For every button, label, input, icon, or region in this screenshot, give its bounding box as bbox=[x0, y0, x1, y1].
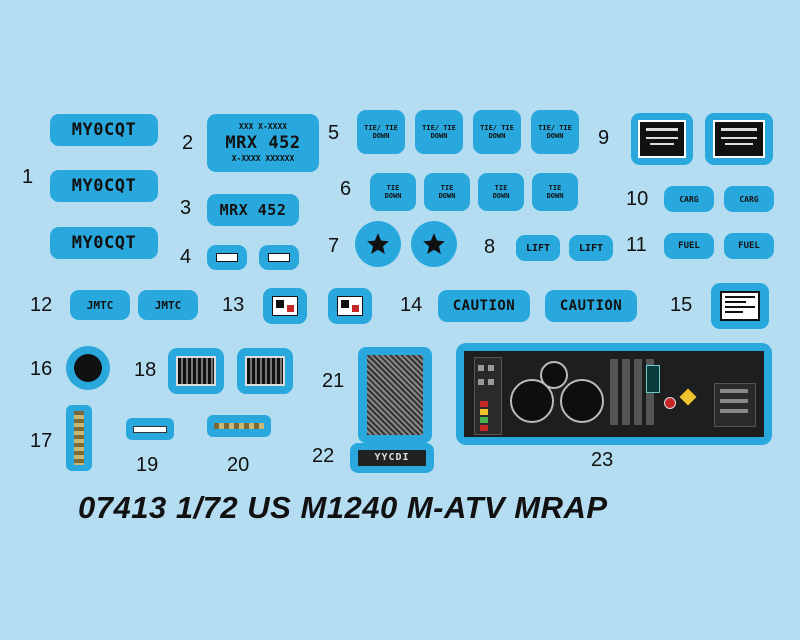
decal-caution-14b: CAUTION bbox=[545, 290, 637, 322]
decal-dashboard-23 bbox=[456, 343, 772, 445]
decal-plate-22: YYCDI bbox=[350, 443, 434, 473]
item-number-1: 1 bbox=[22, 166, 34, 188]
item-number-17: 17 bbox=[30, 430, 53, 452]
item-number-22: 22 bbox=[312, 445, 335, 467]
star-icon bbox=[367, 233, 389, 254]
item-number-7: 7 bbox=[328, 235, 340, 257]
decal-strip-20 bbox=[207, 415, 271, 437]
item-number-5: 5 bbox=[328, 122, 340, 144]
item-number-10: 10 bbox=[626, 188, 649, 210]
decal-tie-down-5c: TIE/ TIE DOWN bbox=[473, 110, 521, 154]
decal-tie-down-6b: TIE DOWN bbox=[424, 173, 470, 211]
gauge-right bbox=[560, 379, 604, 423]
decal-strip-19 bbox=[126, 418, 174, 440]
decal-tag-4b bbox=[259, 245, 299, 270]
item-number-21: 21 bbox=[322, 370, 345, 392]
item-number-14: 14 bbox=[400, 294, 423, 316]
decal-star-7a bbox=[355, 221, 401, 267]
decal-tie-down-6c: TIE DOWN bbox=[478, 173, 524, 211]
decal-plate-1a: MY0CQT bbox=[50, 114, 158, 146]
decal-label-13a bbox=[263, 288, 307, 324]
item-number-20: 20 bbox=[227, 454, 250, 476]
decal-tie-down-5a: TIE/ TIE DOWN bbox=[357, 110, 405, 154]
item-number-16: 16 bbox=[30, 358, 53, 380]
item-number-12: 12 bbox=[30, 294, 53, 316]
decal-strip-17 bbox=[66, 405, 92, 471]
gauge-top bbox=[540, 361, 568, 389]
star-icon bbox=[423, 233, 445, 254]
decal-plate-2: XXX X-XXXX MRX 452 X-XXXX XXXXXX bbox=[207, 114, 319, 172]
decal-screen-18a bbox=[168, 348, 224, 394]
item-number-13: 13 bbox=[222, 294, 245, 316]
item-number-18: 18 bbox=[134, 359, 157, 381]
decal-cargo-10a: CARG bbox=[664, 186, 714, 212]
decal-grille-21 bbox=[358, 347, 432, 443]
item-number-11: 11 bbox=[626, 234, 647, 256]
item-number-8: 8 bbox=[484, 236, 496, 258]
decal-fuel-11a: FUEL bbox=[664, 233, 714, 259]
decal-screen-18b bbox=[237, 348, 293, 394]
decal-caution-14a: CAUTION bbox=[438, 290, 530, 322]
decal-label-13b bbox=[328, 288, 372, 324]
item-number-3: 3 bbox=[180, 197, 192, 219]
decal-fuel-11b: FUEL bbox=[724, 233, 774, 259]
decal-cargo-10b: CARG bbox=[724, 186, 774, 212]
item-number-2: 2 bbox=[182, 132, 194, 154]
dashboard-display bbox=[646, 365, 660, 393]
decal-lift-8b: LIFT bbox=[569, 235, 613, 261]
decal-plate-1c: MY0CQT bbox=[50, 227, 158, 259]
decal-plate-3: MRX 452 bbox=[207, 194, 299, 226]
decal-tie-down-6d: TIE DOWN bbox=[532, 173, 578, 211]
decal-star-7b bbox=[411, 221, 457, 267]
decal-lift-8a: LIFT bbox=[516, 235, 560, 261]
plate-22-text: YYCDI bbox=[358, 450, 426, 466]
item-number-23: 23 bbox=[591, 449, 614, 471]
plate-2-top-text: XXX X-XXXX bbox=[238, 122, 288, 131]
decal-data-plate-9a bbox=[631, 113, 693, 165]
dashboard-body bbox=[464, 351, 764, 437]
item-number-9: 9 bbox=[598, 127, 610, 149]
item-number-6: 6 bbox=[340, 178, 352, 200]
decal-jmtc-12a: JMTC bbox=[70, 290, 130, 320]
item-number-4: 4 bbox=[180, 246, 192, 268]
decal-data-plate-15 bbox=[711, 283, 769, 329]
decal-data-plate-9b bbox=[705, 113, 773, 165]
decal-tag-4a bbox=[207, 245, 247, 270]
sheet-title: 07413 1/72 US M1240 M-ATV MRAP bbox=[78, 490, 608, 525]
item-number-19: 19 bbox=[136, 454, 159, 476]
plate-2-bottom-text: X-XXXX XXXXXX bbox=[231, 154, 295, 163]
decal-tie-down-5b: TIE/ TIE DOWN bbox=[415, 110, 463, 154]
decal-jmtc-12b: JMTC bbox=[138, 290, 198, 320]
decal-tie-down-6a: TIE DOWN bbox=[370, 173, 416, 211]
decal-tie-down-5d: TIE/ TIE DOWN bbox=[531, 110, 579, 154]
decal-dot-16 bbox=[66, 346, 110, 390]
item-number-15: 15 bbox=[670, 294, 693, 316]
decal-plate-1b: MY0CQT bbox=[50, 170, 158, 202]
plate-2-main-text: MRX 452 bbox=[225, 133, 301, 153]
